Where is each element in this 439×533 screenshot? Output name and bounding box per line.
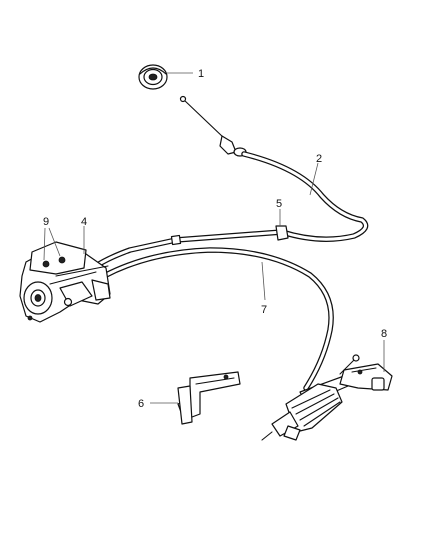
part-9-bolt-leaders: [43, 227, 61, 261]
part-5-clip: [275, 225, 289, 241]
callout-8: 8: [381, 328, 387, 340]
callout-6: 6: [138, 398, 144, 410]
part-6-bracket: [177, 371, 241, 425]
callout-4: 4: [81, 216, 87, 228]
part-2-cable: [93, 95, 369, 269]
part-7-cable: [101, 247, 334, 391]
callout-9: 9: [43, 216, 49, 228]
callout-2: 2: [316, 153, 322, 165]
boot-and-rod: [261, 354, 360, 441]
leader-lines: [83, 72, 385, 404]
callout-1: 1: [198, 68, 204, 80]
callout-5: 5: [276, 198, 282, 210]
callout-7: 7: [261, 304, 267, 316]
part-4-shifter-assembly: [19, 241, 111, 323]
part-1-grommet: [138, 64, 168, 90]
